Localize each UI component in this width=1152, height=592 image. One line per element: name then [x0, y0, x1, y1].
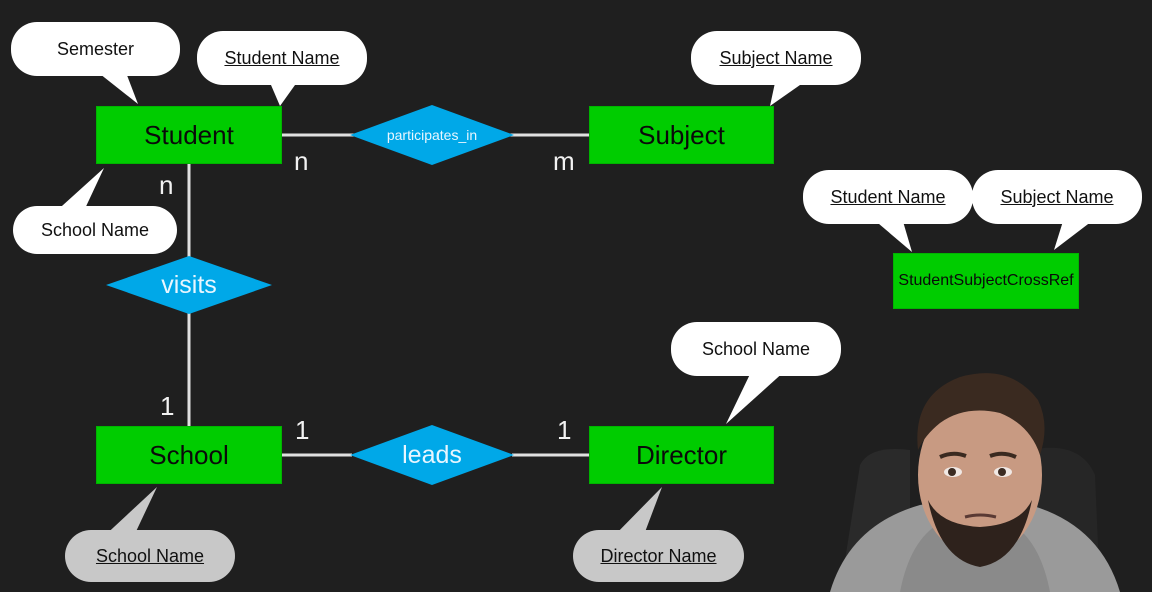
director-entity-label: Director [635, 439, 727, 470]
student-school-name-attribute-bubble: School Name [13, 206, 177, 254]
director-name-attribute-label: Director Name [600, 545, 717, 566]
participates-in-diamond [350, 105, 514, 165]
cardinality-director-leads: 1 [557, 415, 572, 445]
student-entity-label: Student [144, 119, 234, 150]
semester-bubble-tail [95, 70, 138, 104]
director-school-name-attribute-bubble: School Name [671, 322, 841, 376]
school-entity: School [96, 426, 282, 484]
student-school-name-bubble-tail [52, 168, 104, 215]
student-name-attribute-bubble: Student Name [197, 31, 367, 85]
director-school-name-bubble-tail [726, 370, 786, 424]
crossref-student-name-bubble-tail [872, 218, 912, 252]
presenter-webcam-overlay [800, 355, 1152, 592]
visits-diamond [106, 256, 272, 314]
leads-diamond [350, 425, 514, 485]
cardinality-school-leads: 1 [295, 415, 310, 445]
crossref-student-name-attribute-bubble: Student Name [803, 170, 973, 224]
subject-entity-label: Subject [638, 119, 725, 150]
crossref-subject-name-attribute-bubble: Subject Name [972, 170, 1142, 224]
crossref-entity-label: StudentSubjectCrossRef [898, 272, 1074, 289]
director-name-attribute-bubble: Director Name [573, 530, 744, 582]
cardinality-student-visits: n [159, 170, 174, 200]
crossref-subject-name-attribute-label: Subject Name [1000, 186, 1114, 207]
semester-attribute-label: Semester [56, 38, 135, 59]
student-entity: Student [96, 106, 282, 164]
student-name-attribute-label: Student Name [224, 47, 340, 68]
subject-entity: Subject [589, 106, 774, 164]
subject-name-bubble-tail [770, 78, 810, 106]
school-name-attribute-label: School Name [95, 545, 205, 566]
school-entity-label: School [149, 439, 229, 470]
crossref-subject-name-bubble-tail [1054, 218, 1096, 250]
cardinality-subject-participates: m [553, 146, 575, 176]
subject-name-attribute-bubble: Subject Name [691, 31, 861, 85]
director-school-name-attribute-label: School Name [701, 338, 811, 359]
cardinality-student-participates: n [294, 146, 309, 176]
school-name-bubble-tail [100, 487, 157, 540]
subject-name-attribute-label: Subject Name [719, 47, 833, 68]
crossref-student-name-attribute-label: Student Name [830, 186, 946, 207]
semester-attribute-bubble: Semester [11, 22, 180, 76]
school-name-attribute-bubble: School Name [65, 530, 235, 582]
director-name-bubble-tail [610, 487, 662, 540]
cardinality-school-visits: 1 [160, 391, 175, 421]
director-entity: Director [589, 426, 774, 484]
crossref-entity: StudentSubjectCrossRef [893, 253, 1079, 309]
student-school-name-attribute-label: School Name [40, 219, 150, 240]
presenter-image [800, 355, 1152, 592]
student-name-bubble-tail [268, 78, 300, 106]
